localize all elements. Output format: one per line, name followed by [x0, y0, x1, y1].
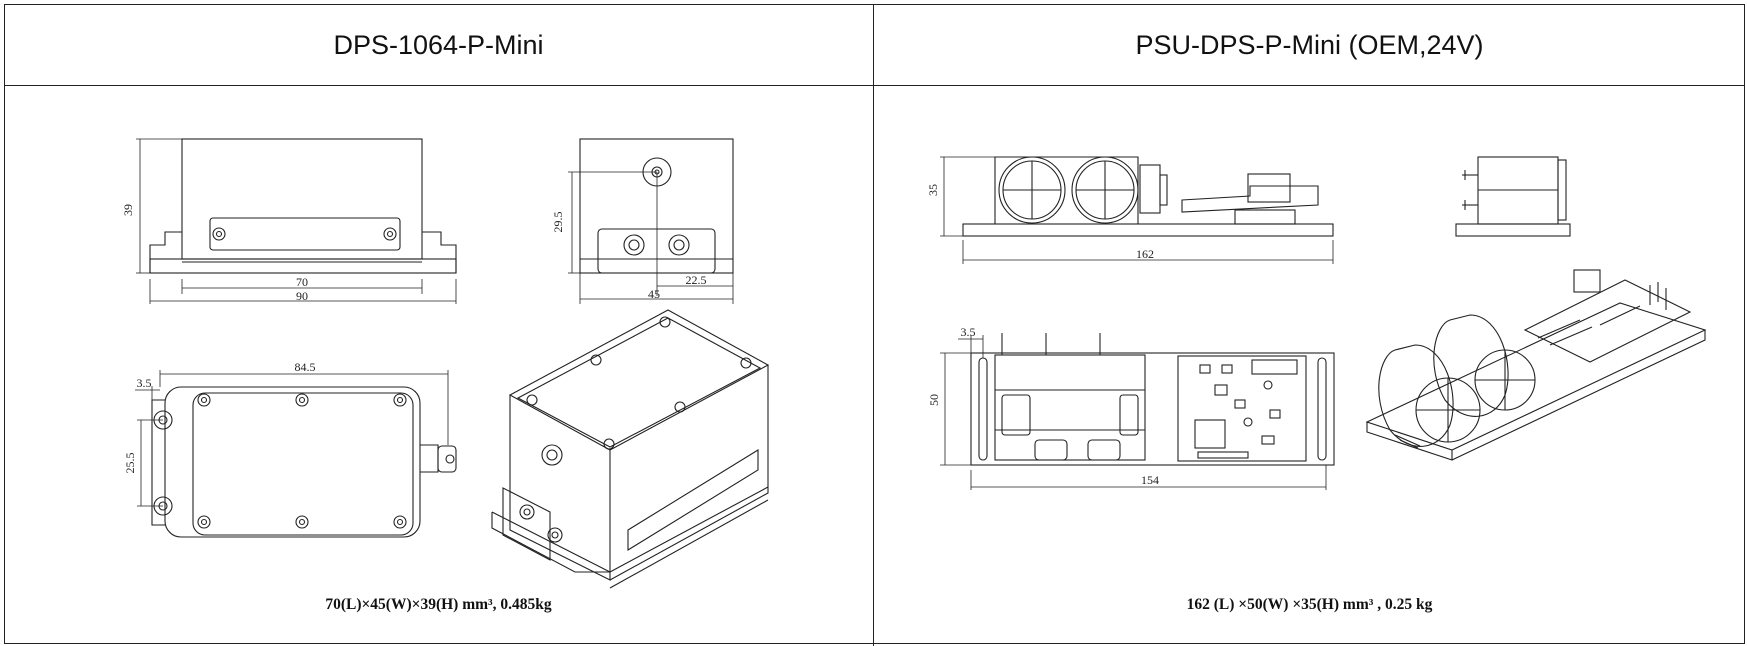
right-specifications: 162 (L) ×50(W) ×35(H) mm³ , 0.25 kg [1186, 596, 1433, 613]
psu-end-view [1455, 156, 1571, 237]
laser-front-dimensions [136, 138, 457, 304]
laser-top-view [151, 386, 457, 538]
dim-beam-height-29-5: 29.5 [551, 212, 565, 233]
left-specifications: 70(L)×45(W)×39(H) mm³, 0.485kg [325, 596, 552, 613]
dim-psu-length-162: 162 [1136, 247, 1154, 261]
dim-psu-width-50: 50 [927, 394, 941, 406]
dim-psu-length-154: 154 [1141, 473, 1159, 487]
psu-top-dimensions [940, 335, 1327, 490]
dim-offset-3-5: 3.5 [137, 376, 152, 390]
right-product-title: PSU-DPS-P-Mini (OEM,24V) [1135, 30, 1484, 60]
dim-length-84-5: 84.5 [295, 360, 316, 374]
laser-isometric-view [491, 309, 770, 589]
dim-hole-spacing-25-5: 25.5 [123, 453, 137, 474]
dim-width-45: 45 [648, 287, 660, 301]
dim-length-90: 90 [296, 289, 308, 303]
psu-side-view [962, 156, 1334, 237]
table-frame [4, 4, 1745, 644]
psu-isometric-view [1365, 269, 1707, 461]
laser-side-view [579, 138, 734, 274]
left-product-title: DPS-1064-P-Mini [333, 30, 544, 60]
dim-psu-height-35: 35 [926, 184, 940, 196]
dim-offset-22-5: 22.5 [686, 273, 707, 287]
column-divider [873, 4, 874, 646]
laser-top-dimensions [135, 370, 449, 507]
psu-side-dimensions [940, 156, 1334, 264]
header-row [4, 4, 1745, 86]
dim-psu-offset-3-5: 3.5 [961, 325, 976, 339]
dim-height-39: 39 [121, 204, 135, 216]
laser-side-dimensions [568, 171, 734, 304]
psu-top-view [970, 333, 1335, 466]
laser-front-view [149, 138, 457, 274]
dim-length-70: 70 [296, 275, 308, 289]
